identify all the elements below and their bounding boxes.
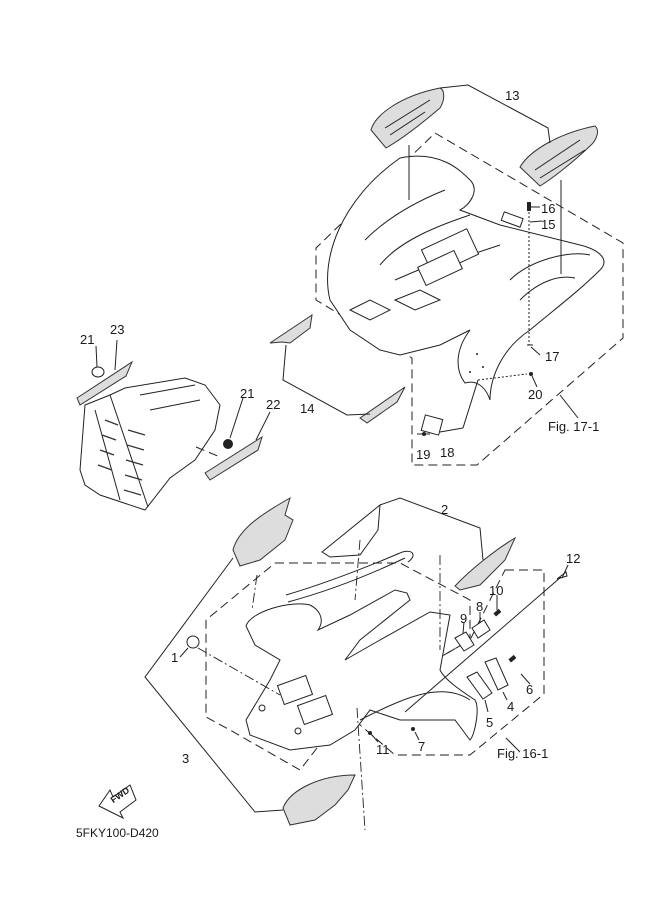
part-15-plate: [500, 211, 524, 228]
part-4-plate: [484, 657, 509, 691]
side-cover-assembly: [79, 377, 221, 511]
part-10-bolt: [493, 608, 502, 617]
part-9-gasket: [454, 631, 475, 652]
part-11-bolt: [368, 731, 372, 735]
part-21-emblem-right: [223, 439, 233, 449]
decal-13-right: [519, 125, 598, 187]
callout-14: 14: [300, 401, 315, 416]
leader-13: [439, 84, 551, 144]
callout-10: 10: [489, 583, 504, 598]
leader-14: [282, 344, 371, 416]
decal-3-upper: [232, 496, 294, 567]
callout-11: 11: [376, 742, 390, 757]
rear-fender-assembly: [315, 132, 624, 466]
leader-2: [379, 497, 484, 561]
side-cover-body: [79, 377, 221, 511]
callout-20: 20: [528, 387, 543, 402]
callout-12: 12: [566, 551, 581, 566]
part-21-emblem-left: [91, 366, 105, 378]
callout-19: 19: [416, 447, 431, 462]
part-8-plate: [471, 619, 491, 639]
fig-ref-16-1[interactable]: Fig. 16-1: [497, 746, 549, 761]
decal-2-sheet: [321, 503, 381, 558]
callout-17: 17: [545, 349, 560, 364]
part-5-gasket: [466, 671, 493, 700]
callout-3: 3: [182, 751, 190, 766]
callout-5: 5: [486, 715, 494, 730]
callout-6: 6: [526, 682, 534, 697]
callout-7: 7: [418, 739, 426, 754]
front-fender-assembly: [245, 550, 478, 751]
part-7-bolt: [411, 727, 415, 731]
callout-16: 16: [541, 201, 556, 216]
decal-14-right: [359, 386, 406, 424]
part-22-decal: [204, 435, 263, 481]
callout-23: 23: [110, 322, 125, 337]
callout-21-left: 21: [80, 332, 95, 347]
decal-13-left: [370, 87, 445, 149]
part-6-bolt: [508, 654, 517, 663]
part-18-plate: [420, 414, 444, 436]
callout-22: 22: [266, 397, 281, 412]
decal-3-lower: [282, 774, 356, 826]
callout-18: 18: [440, 445, 455, 460]
callout-15: 15: [541, 217, 556, 232]
leader-3: [144, 557, 284, 813]
rear-fender-body: [327, 155, 605, 401]
callout-21-right: 21: [240, 386, 255, 401]
fig-16-1-dashed-boundary: [344, 569, 545, 756]
callout-4: 4: [507, 699, 515, 714]
part-23-decal: [76, 360, 134, 406]
part-1-emblem: [186, 635, 200, 649]
callout-13: 13: [505, 88, 520, 103]
callout-1: 1: [171, 650, 179, 665]
callout-2: 2: [441, 502, 449, 517]
decal-2: [454, 536, 517, 591]
fwd-arrow-icon: [98, 784, 137, 820]
fig-ref-17-1[interactable]: Fig. 17-1: [548, 419, 600, 434]
callout-8: 8: [476, 599, 484, 614]
callout-9: 9: [460, 611, 468, 626]
decal-14-left: [269, 313, 313, 344]
diagram-code: 5FKY100-D420: [76, 826, 159, 840]
